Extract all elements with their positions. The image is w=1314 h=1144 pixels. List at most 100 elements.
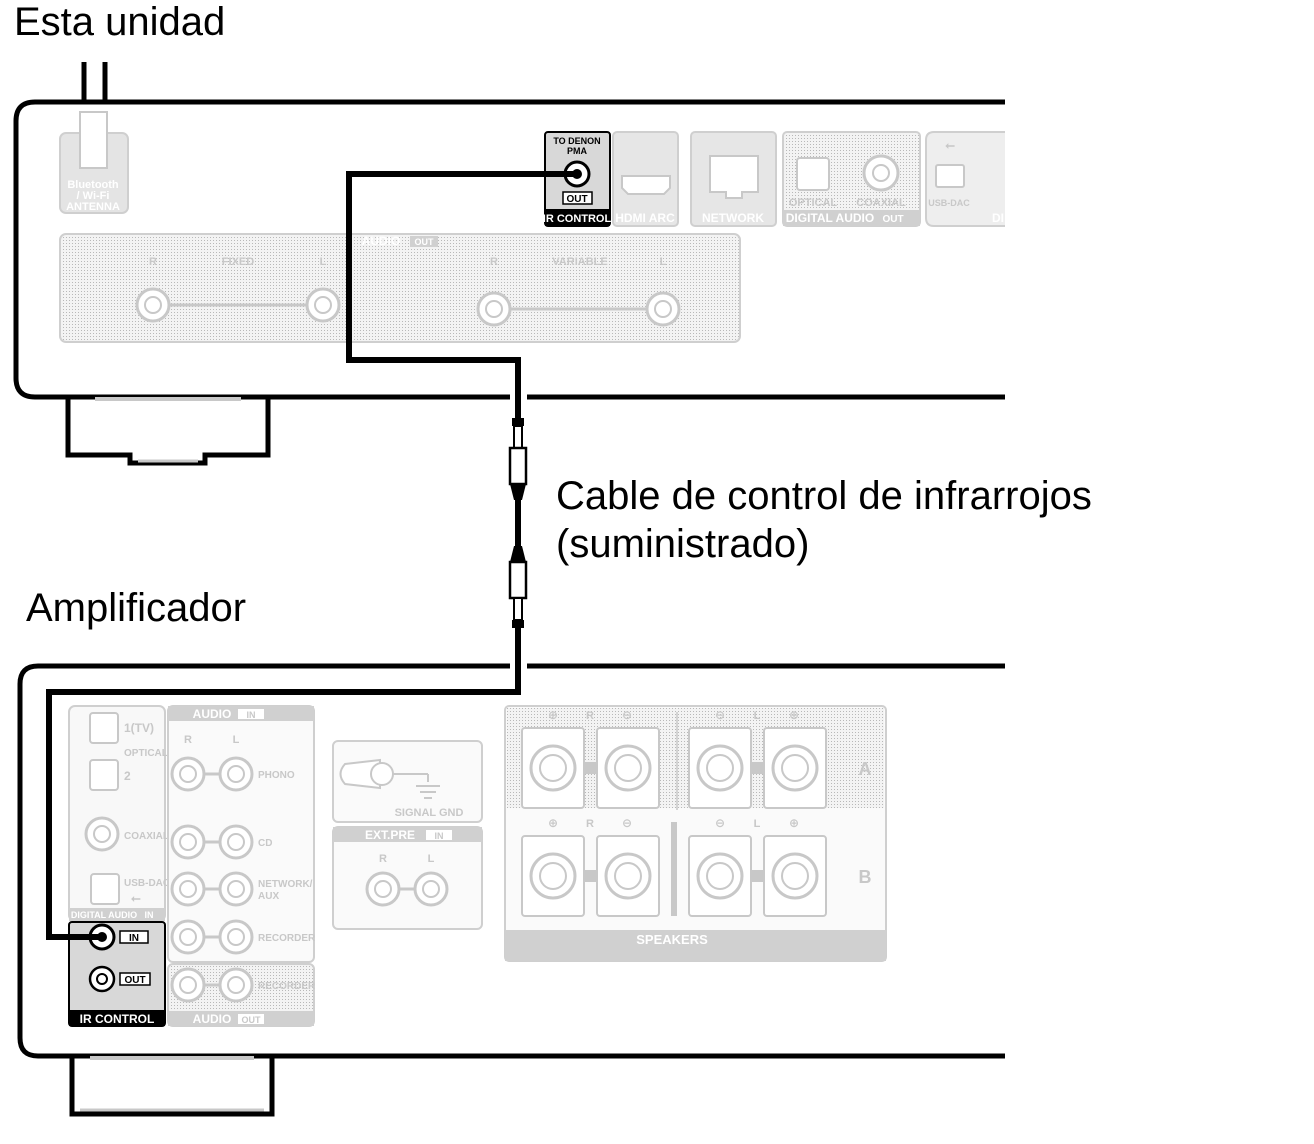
fixed-l-jack-inner [314, 296, 332, 314]
unit-caption: Esta unidad [14, 0, 226, 44]
ground-symbol-icon [392, 773, 440, 799]
recorder-out-l-jack [218, 967, 254, 1003]
digital-audio-out-tag: OUT [882, 214, 903, 225]
phono-r-jack-inner [179, 765, 197, 783]
b-r-minus-knob [604, 852, 652, 900]
hdmi-port-icon [621, 175, 671, 195]
a-l-minus-terminal [688, 727, 752, 809]
variable-l-jack [645, 291, 681, 327]
variable-label: VARIABLE [552, 256, 607, 268]
cable-caption-line1: Cable de control de infrarrojos [556, 474, 1092, 518]
a-r-plus-terminal [521, 727, 585, 809]
b-l-plus-icon: ⊕ [789, 816, 799, 830]
recorder-out-r-jack-inner [179, 976, 197, 994]
recorder-out-label: RECORDER [258, 981, 316, 992]
a-r-minus-knob [604, 744, 652, 792]
a-l-plus-knob-inner [781, 754, 809, 782]
recorder-in-l-jack-inner [227, 928, 245, 946]
b-l-minus-knob-inner [706, 862, 734, 890]
usb-dac-in-port-icon [90, 873, 120, 905]
lower-plug-pin [513, 597, 523, 621]
b-r-plus-knob-inner [539, 862, 567, 890]
ext-pre-tag-box [426, 830, 452, 840]
a-l-minus-knob [696, 744, 744, 792]
audio-out-recorder-label: AUDIO [193, 1012, 232, 1026]
digital-audio-in-label: DIGITAL AUDIO [71, 910, 137, 920]
unit-ir-control-label: IR CONTROL [543, 213, 612, 225]
fixed-l-jack [305, 287, 341, 323]
a-r-plus-icon: ⊕ [548, 708, 558, 722]
audio-out-recorder-tag-box [238, 1014, 264, 1024]
b-l-minus-terminal [688, 835, 752, 917]
fixed-r-label: R [149, 256, 157, 268]
b-r-bridge [584, 870, 598, 882]
phono-r-jack [170, 756, 206, 792]
speakers-bar [505, 930, 886, 961]
ir-pma-label: PMA [567, 146, 588, 156]
phono-label: PHONO [258, 770, 295, 781]
amplifier-device: 1(TV) OPTICAL 2 COAXIAL USB-DAC ⭠ DIGITA… [17, 663, 1005, 1117]
unit-ir-control-bar [545, 209, 610, 226]
lower-plug-tip [512, 620, 524, 628]
unit-ir-out-tag [562, 191, 593, 205]
network-aux-l-jack-inner [227, 880, 245, 898]
antenna-plug [79, 111, 108, 169]
network-aux-label-2: AUX [258, 891, 279, 902]
antenna-label-3: ANTENNA [66, 201, 120, 213]
speakers-b-l-label: L [754, 818, 761, 830]
cd-l-jack [218, 824, 254, 860]
variable-l-jack-inner [654, 300, 672, 318]
ext-pre-tag: IN [435, 831, 444, 841]
a-l-plus-terminal [763, 727, 827, 809]
b-l-plus-terminal [763, 835, 827, 917]
optical-word-label: OPTICAL [124, 748, 168, 759]
audio-in-tag-box [238, 709, 264, 719]
b-r-plus-icon: ⊕ [548, 816, 558, 830]
usb-dac-terminal [925, 131, 1005, 227]
unit-ir-out-label: OUT [566, 194, 587, 205]
digital-audio-in-bar [69, 908, 165, 921]
audio-out-recorder-tag: OUT [242, 1015, 262, 1025]
amp-ir-out-jack-inner [96, 973, 108, 985]
a-l-plus-knob [771, 744, 819, 792]
ir-control-cable [46, 171, 577, 940]
ext-pre-r-jack-inner [374, 880, 392, 898]
upper-plug-boot [510, 484, 526, 500]
antenna-label-1: Bluetooth [67, 179, 119, 191]
amp-ir-control-bar [69, 1010, 165, 1026]
recorder-in-l-jack [218, 919, 254, 955]
upper-plug-tip [512, 418, 524, 426]
ground-screw-icon [339, 758, 381, 790]
amp-ir-control-label: IR CONTROL [80, 1012, 155, 1026]
amp-ir-in-tag [119, 930, 149, 944]
variable-r-label: R [490, 256, 498, 268]
speakers-a-r-label: R [586, 710, 594, 722]
b-r-plus-knob [529, 852, 577, 900]
upper-plug-body [508, 446, 528, 486]
audio-out-tag-box [410, 236, 438, 247]
variable-r-jack-inner [485, 300, 503, 318]
network-aux-r-jack [170, 871, 206, 907]
optical-2-label: 2 [124, 769, 131, 783]
di-partial-label: DI [992, 211, 1004, 225]
audio-out-panel [59, 233, 741, 343]
optical-label: OPTICAL [789, 197, 838, 209]
speakers-b-label: B [859, 867, 872, 887]
ext-pre-l-label: L [428, 853, 435, 865]
lower-plug-body [508, 560, 528, 600]
phono-l-jack [218, 756, 254, 792]
amp-ir-out-label: OUT [124, 975, 145, 986]
antenna-label-2: / Wi-Fi [77, 190, 110, 202]
ext-pre-panel [332, 826, 483, 930]
cable-caption-line2: (suministrado) [556, 522, 810, 566]
digital-audio-in-tag: IN [145, 910, 154, 920]
cable-upper-run [346, 171, 577, 418]
amp-chassis [17, 663, 1005, 1059]
ground-screw-head-icon [370, 762, 394, 786]
network-port-icon [709, 155, 759, 199]
amp-foot [69, 1058, 275, 1117]
recorder-out-r-jack [170, 967, 206, 1003]
fixed-l-label: L [320, 256, 327, 268]
unit-chassis [13, 99, 1005, 400]
